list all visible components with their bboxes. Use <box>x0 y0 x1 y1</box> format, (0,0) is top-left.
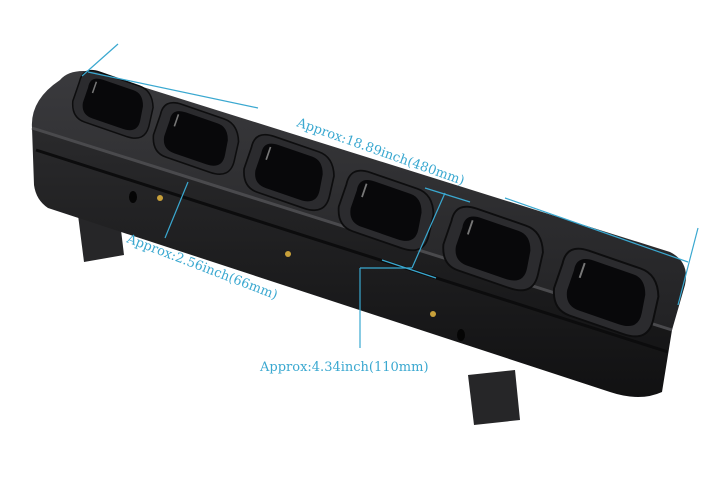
dimension-lines <box>81 43 699 348</box>
charging-slot <box>337 169 435 252</box>
charging-slot <box>152 101 240 175</box>
screw <box>285 251 291 257</box>
screw <box>157 195 163 201</box>
charging-slot <box>243 133 335 212</box>
mount-hole <box>129 191 137 203</box>
charging-slot <box>71 69 154 139</box>
depth-dimension-label: Approx:4.34inch(110mm) <box>259 360 429 375</box>
mount-clip-right <box>468 370 520 425</box>
charging-slot <box>442 205 544 292</box>
mount-hole <box>457 329 465 341</box>
charger-front-face <box>32 128 672 397</box>
charging-slot <box>552 247 660 338</box>
screw <box>430 311 436 317</box>
